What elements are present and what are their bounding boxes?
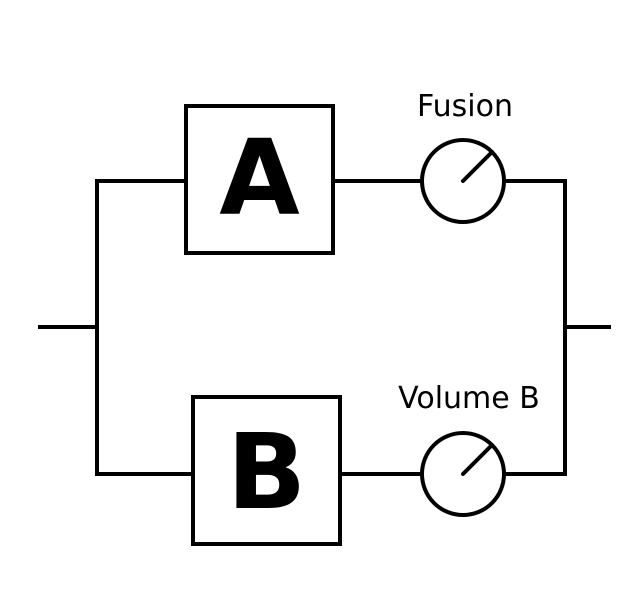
block-b-label: B (227, 411, 306, 533)
fusion-knob[interactable]: Fusion (417, 89, 513, 224)
block-b-box (191, 395, 342, 546)
block-a-label: A (219, 117, 300, 239)
block-b: B (191, 395, 342, 546)
fusion-knob-label: Fusion (417, 89, 513, 124)
fusion-knob-pointer (461, 150, 494, 183)
block-a: A (184, 104, 335, 255)
volume-b-knob[interactable]: Volume B (398, 381, 540, 517)
knob-dial-icon[interactable] (420, 138, 506, 224)
volume-b-knob-pointer (461, 443, 494, 476)
knob-dial-icon[interactable] (420, 431, 506, 517)
volume-b-knob-label: Volume B (398, 381, 540, 416)
block-a-box (184, 104, 335, 255)
